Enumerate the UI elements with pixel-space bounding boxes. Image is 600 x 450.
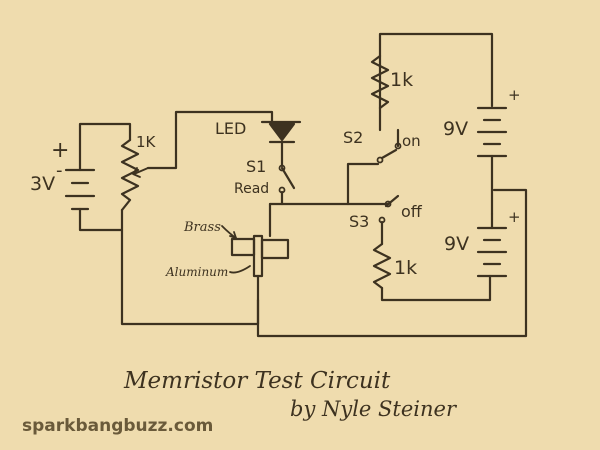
battery-3v-minus: - bbox=[56, 160, 63, 181]
s1-name: S1 bbox=[246, 157, 266, 176]
switch-s1: S1 Read bbox=[234, 157, 296, 206]
battery-3v: + - 3V bbox=[30, 122, 132, 232]
s2-feed-wire bbox=[346, 162, 380, 206]
resistor-bottom: 1k bbox=[372, 220, 492, 302]
battery-9v-bottom-plus: + bbox=[508, 208, 521, 226]
website-link[interactable]: sparkbangbuzz.com bbox=[22, 416, 213, 436]
memristor-bottom-label: Aluminum bbox=[165, 265, 228, 279]
resistor-bottom-label: 1k bbox=[394, 257, 417, 279]
s1-mode: Read bbox=[234, 181, 269, 197]
switch-s2: S2 on bbox=[343, 128, 421, 164]
diagram-title: Memristor Test Circuit bbox=[123, 368, 391, 394]
battery-9v-bottom-label: 9V bbox=[444, 233, 469, 255]
potentiometer: 1K bbox=[120, 110, 274, 212]
memristor-top-label: Brass bbox=[183, 220, 221, 235]
s3-name: S3 bbox=[349, 212, 369, 231]
s3-state: off bbox=[401, 202, 423, 221]
led-label: LED bbox=[215, 119, 246, 138]
battery-9v-top: + 9V bbox=[443, 86, 521, 216]
resistor-top-label: 1k bbox=[390, 69, 413, 91]
battery-3v-label: 3V bbox=[30, 173, 55, 195]
s2-name: S2 bbox=[343, 128, 363, 147]
switch-s3: S3 off bbox=[349, 194, 423, 231]
return-wire-right bbox=[256, 188, 528, 338]
memristor: Brass Aluminum bbox=[165, 220, 290, 302]
led: LED bbox=[215, 119, 302, 168]
battery-3v-plus: + bbox=[51, 138, 69, 163]
battery-9v-bottom: + 9V bbox=[444, 208, 521, 278]
resistor-top: 1k bbox=[370, 32, 494, 132]
pot-label: 1K bbox=[136, 133, 157, 151]
diagram-author: by Nyle Steiner bbox=[290, 397, 458, 421]
battery-9v-top-plus: + bbox=[508, 86, 521, 104]
s2-state: on bbox=[402, 132, 421, 150]
battery-9v-top-label: 9V bbox=[443, 118, 468, 140]
